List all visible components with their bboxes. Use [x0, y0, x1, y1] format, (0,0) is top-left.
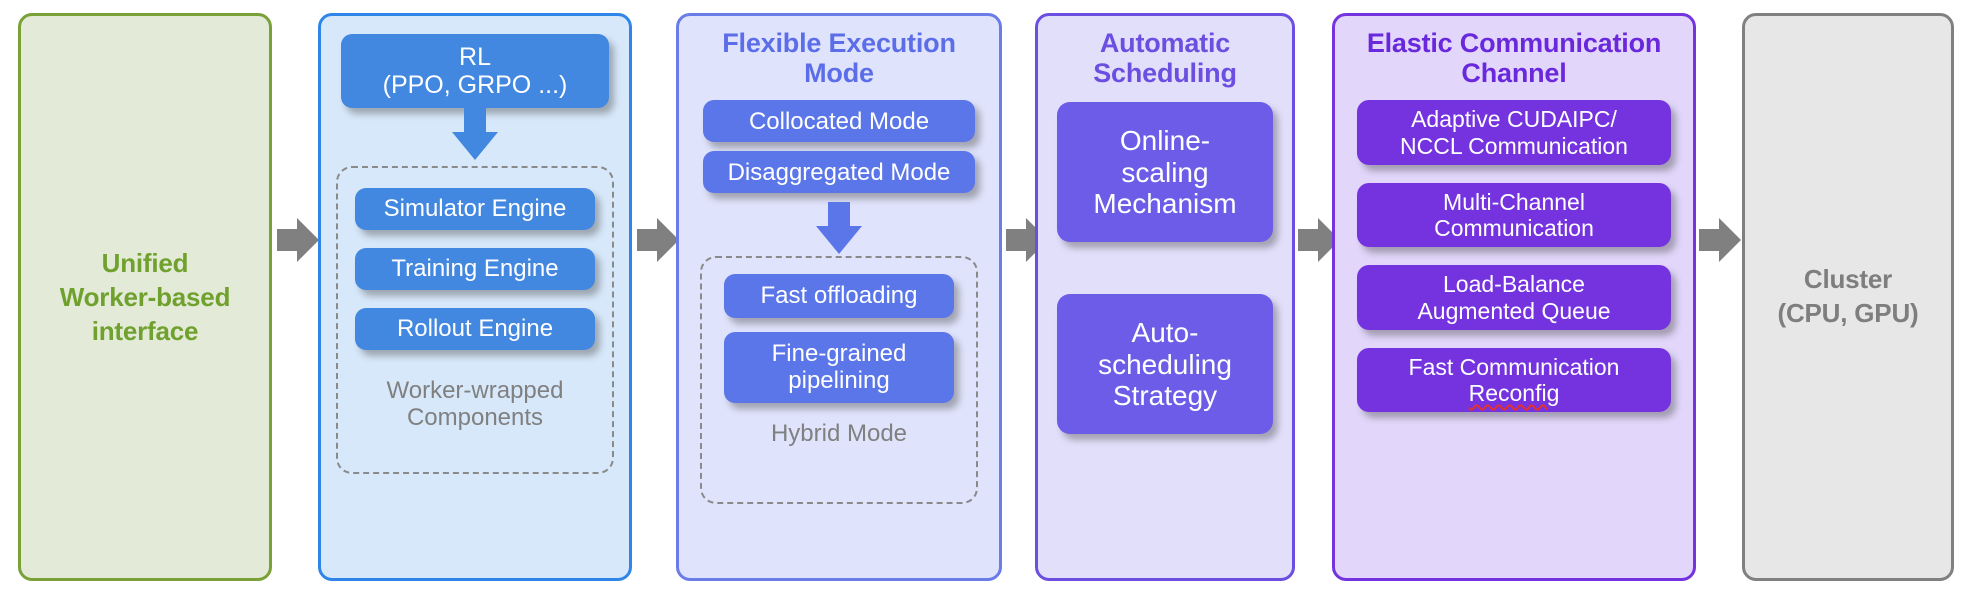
box-line-1: Load-Balance [1443, 271, 1585, 298]
group-hybrid-mode: Fast offloading Fine-grained pipelining … [700, 256, 978, 505]
panel-unified-interface: Unified Worker-based interface [18, 13, 272, 581]
panel-rl: RL (PPO, GRPO ...) Simulator Engine Trai… [318, 13, 632, 581]
title-line-1: Unified [101, 247, 189, 278]
arrow-shaft [1006, 229, 1028, 251]
caption-line-2: Components [406, 403, 544, 431]
title-line-1: Cluster [1803, 264, 1893, 295]
box-line-3: Mechanism [1093, 188, 1237, 220]
box-load-balance-augmented-queue[interactable]: Load-Balance Augmented Queue [1357, 265, 1671, 330]
flow-arrow-right-icon-5 [1699, 218, 1741, 262]
panel-unified-interface-title: Unified Worker-based interface [44, 246, 247, 349]
arrow-shaft [1298, 229, 1320, 251]
panel-cluster: Cluster (CPU, GPU) [1742, 13, 1954, 581]
box-fine-grained-pipelining[interactable]: Fine-grained pipelining [724, 331, 954, 403]
title-line-2: (CPU, GPU) [1777, 298, 1919, 328]
box-line-1: Auto- [1131, 316, 1199, 348]
box-line-1: Fine-grained [771, 339, 907, 367]
arrow-head [657, 218, 679, 262]
box-line-2: NCCL Communication [1400, 132, 1628, 159]
box-rl-line-2: (PPO, GRPO ...) [382, 71, 568, 99]
box-line-2: pipelining [788, 367, 890, 395]
box-training-engine[interactable]: Training Engine [355, 248, 595, 290]
arrow-shaft [828, 202, 850, 229]
flow-arrow-down-icon-exec [816, 202, 862, 255]
title-line-2: Mode [804, 58, 874, 89]
title-line-1: Automatic [1099, 28, 1231, 58]
box-line-2: Augmented Queue [1417, 297, 1611, 324]
box-line-2: scaling [1121, 156, 1209, 188]
box-line-2: Communication [1434, 215, 1594, 242]
box-line-1: Adaptive CUDAIPC/ [1411, 106, 1617, 133]
box-fast-offloading[interactable]: Fast offloading [724, 274, 954, 318]
arrow-head [1719, 218, 1741, 262]
caption-line-1: Worker-wrapped [386, 377, 564, 404]
box-rl-algorithms[interactable]: RL (PPO, GRPO ...) [341, 34, 609, 108]
arrow-shaft [1699, 229, 1721, 251]
group-caption-hybrid-mode: Hybrid Mode [770, 419, 908, 447]
box-line-2-spellcheck-underlined: Reconfig [1468, 380, 1560, 406]
box-adaptive-cudaipc-nccl-communication[interactable]: Adaptive CUDAIPC/ NCCL Communication [1357, 100, 1671, 165]
box-fast-communication-reconfig[interactable]: Fast Communication Reconfig [1357, 347, 1671, 413]
arrow-head [297, 218, 319, 262]
title-line-2: Worker-based [59, 281, 231, 312]
box-online-scaling-mechanism[interactable]: Online- scaling Mechanism [1057, 102, 1273, 243]
box-auto-scheduling-strategy[interactable]: Auto- scheduling Strategy [1057, 294, 1273, 435]
panel-elastic-communication-title: Elastic Communication Channel [1366, 28, 1662, 89]
panel-automatic-scheduling-title: Automatic Scheduling [1093, 28, 1237, 88]
group-worker-wrapped-components: Simulator Engine Training Engine Rollout… [336, 166, 614, 474]
box-rollout-engine[interactable]: Rollout Engine [355, 308, 595, 350]
arrow-head [452, 132, 498, 160]
title-line-1: Flexible Execution [722, 28, 956, 58]
arrow-head [816, 226, 862, 255]
box-line-1: Online- [1119, 124, 1211, 156]
title-line-2: Channel [1461, 58, 1567, 89]
title-line-1: Elastic Communication [1366, 28, 1662, 58]
flow-arrow-right-icon-2 [637, 218, 679, 262]
box-line-2: scheduling [1098, 348, 1232, 380]
box-disaggregated-mode[interactable]: Disaggregated Mode [703, 151, 975, 194]
box-line-1: Fast Communication [1408, 353, 1620, 380]
box-rl-line-1: RL [459, 42, 491, 71]
title-line-3: interface [91, 316, 199, 347]
box-multi-channel-communication[interactable]: Multi-Channel Communication [1357, 182, 1671, 248]
panel-flexible-execution-mode: Flexible Execution Mode Collocated Mode … [676, 13, 1002, 581]
arrow-shaft [277, 229, 299, 251]
arrow-shaft [464, 108, 486, 134]
box-collocated-mode[interactable]: Collocated Mode [703, 100, 975, 143]
box-line-3: Strategy [1112, 380, 1218, 412]
flow-arrow-right-icon-1 [277, 218, 319, 262]
title-line-2: Scheduling [1093, 58, 1237, 89]
panel-flexible-execution-title: Flexible Execution Mode [722, 28, 956, 89]
panel-elastic-communication-channel: Elastic Communication Channel Adaptive C… [1332, 13, 1696, 581]
flow-arrow-down-icon-rl [452, 108, 498, 160]
arrow-shaft [637, 229, 659, 251]
panel-automatic-scheduling: Automatic Scheduling Online- scaling Mec… [1035, 13, 1295, 581]
group-caption-worker-wrapped: Worker-wrapped Components [386, 377, 564, 432]
box-simulator-engine[interactable]: Simulator Engine [355, 188, 595, 230]
box-line-1: Multi-Channel [1443, 188, 1585, 215]
panel-cluster-title: Cluster (CPU, GPU) [1777, 263, 1918, 331]
